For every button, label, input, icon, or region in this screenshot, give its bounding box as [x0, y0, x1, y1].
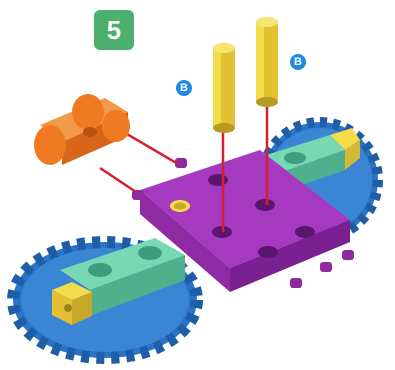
yellow-peg-left: [213, 43, 235, 133]
step-number-badge: 5: [94, 10, 134, 50]
part-label-left: B: [176, 80, 192, 96]
yellow-peg-right: [256, 17, 278, 107]
part-label-right: B: [290, 54, 306, 70]
orange-connector: [34, 94, 130, 165]
